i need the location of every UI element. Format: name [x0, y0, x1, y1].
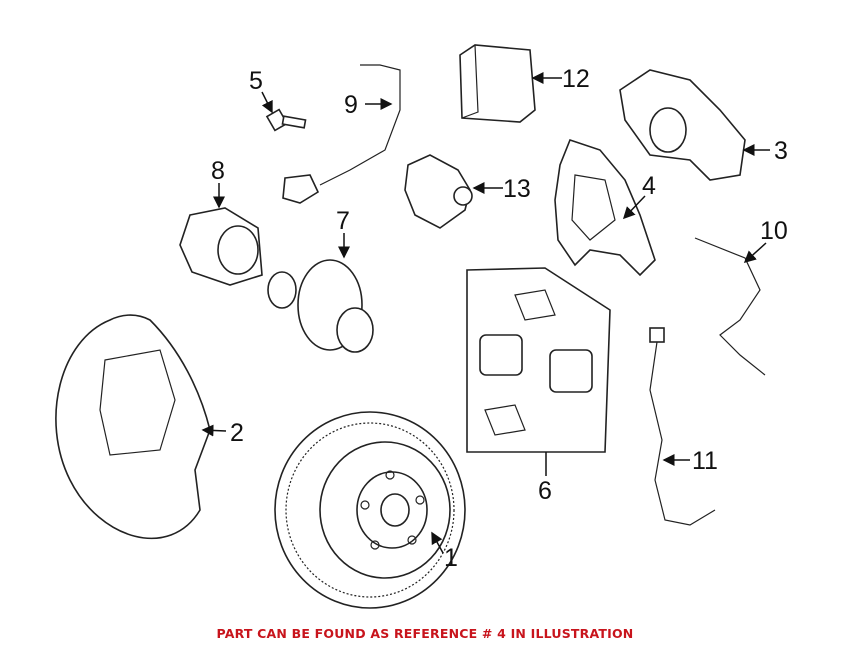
- caliper-housing[interactable]: [619, 69, 746, 181]
- callout-7: 7: [336, 207, 350, 235]
- caliper-bracket[interactable]: [554, 139, 656, 277]
- wear-sensor[interactable]: [282, 64, 401, 204]
- bolt[interactable]: [265, 108, 307, 132]
- reference-caption: PART CAN BE FOUND AS REFERENCE # 4 IN IL…: [216, 626, 634, 641]
- wheel-bearing[interactable]: [179, 207, 263, 286]
- dust-shield[interactable]: [55, 314, 211, 540]
- abs-sensor[interactable]: [649, 327, 716, 526]
- callout-4: 4: [642, 172, 656, 200]
- callout-12: 12: [562, 65, 590, 93]
- control-module[interactable]: [459, 44, 536, 123]
- callout-1: 1: [444, 544, 458, 572]
- callout-3: 3: [774, 137, 788, 165]
- callout-2: 2: [230, 419, 244, 447]
- callout-10: 10: [760, 217, 788, 245]
- callout-5: 5: [249, 67, 263, 95]
- callout-9: 9: [344, 91, 358, 119]
- brake-rotor[interactable]: [274, 411, 466, 609]
- callout-11: 11: [692, 447, 718, 475]
- callout-6: 6: [538, 477, 552, 505]
- callout-13: 13: [503, 175, 531, 203]
- wheel-hub[interactable]: [267, 259, 374, 353]
- parking-brake-actuator[interactable]: [404, 154, 473, 229]
- brake-hose[interactable]: [694, 237, 766, 376]
- brake-pad-set[interactable]: [466, 267, 611, 453]
- callout-leaders: [201, 72, 770, 554]
- callout-8: 8: [211, 157, 225, 185]
